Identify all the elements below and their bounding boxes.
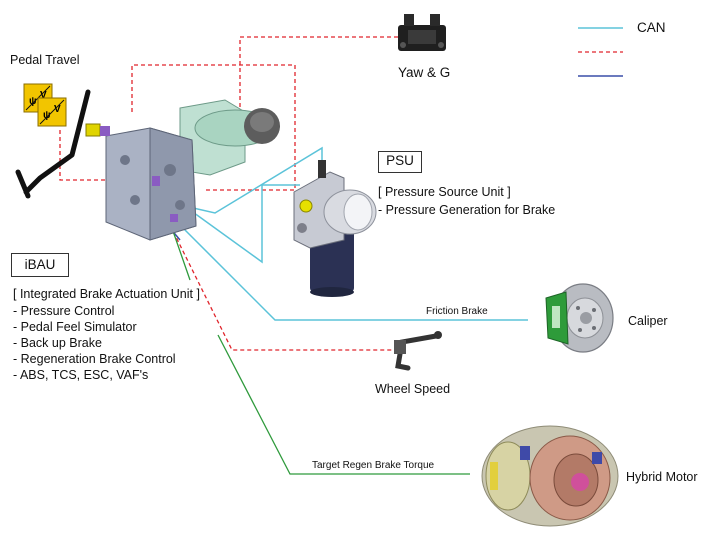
- dashed-line-yaw: [239, 36, 398, 120]
- can-line-friction-brake: [179, 224, 528, 321]
- dashed-line-pedal: [59, 130, 112, 181]
- yaw-g-label: Yaw & G: [398, 65, 451, 80]
- ibau-function-item: - Back up Brake: [13, 336, 102, 350]
- brake-pedal-icon: [15, 89, 91, 199]
- ibau-function-list: - Pressure Control - Pedal Feel Simulato…: [13, 303, 176, 383]
- svg-text:ψ: ψ: [43, 110, 51, 121]
- psu-motor-image: [293, 160, 377, 297]
- target-regen-label: Target Regen Brake Torque: [312, 460, 435, 471]
- ibau-function-item: - Regeneration Brake Control: [13, 352, 176, 366]
- ibau-unit-image: [85, 99, 280, 241]
- svg-text:ψ: ψ: [29, 96, 37, 107]
- yaw-g-sensor-icon: [398, 14, 446, 51]
- brake-caliper-disc-image: [545, 283, 614, 353]
- legend: [578, 27, 623, 77]
- hybrid-motor-image: [481, 425, 619, 527]
- can-line-psu-2: [189, 184, 300, 264]
- ibau-function-item: - Pedal Feel Simulator: [13, 320, 137, 334]
- pedal-travel-label: Pedal Travel: [10, 53, 80, 67]
- ibau-function-item: - Pressure Control: [13, 304, 115, 318]
- psu-box: PSU: [378, 151, 422, 173]
- svg-text:V: V: [54, 104, 61, 115]
- psu-description: - Pressure Generation for Brake: [378, 203, 556, 217]
- ibau-box: iBAU: [11, 253, 69, 277]
- ibau-function-item: - ABS, TCS, ESC, VAF's: [13, 368, 149, 382]
- svg-text:V: V: [40, 90, 47, 101]
- hybrid-motor-label: Hybrid Motor: [626, 470, 698, 484]
- pedal-travel-sensor-icon: ψ V ψ V: [23, 83, 67, 127]
- wheel-speed-sensor-image: [394, 331, 442, 371]
- ibau-full-name: [ Integrated Brake Actuation Unit ]: [13, 287, 200, 301]
- dashed-line-wheel-speed: [152, 217, 398, 351]
- dashed-line-loop: [131, 64, 296, 191]
- wheel-speed-label: Wheel Speed: [375, 382, 451, 396]
- caliper-label: Caliper: [628, 314, 668, 328]
- legend-label-can: CAN: [637, 20, 666, 35]
- psu-full-name: [ Pressure Source Unit ]: [378, 185, 511, 199]
- friction-brake-label: Friction Brake: [426, 306, 488, 317]
